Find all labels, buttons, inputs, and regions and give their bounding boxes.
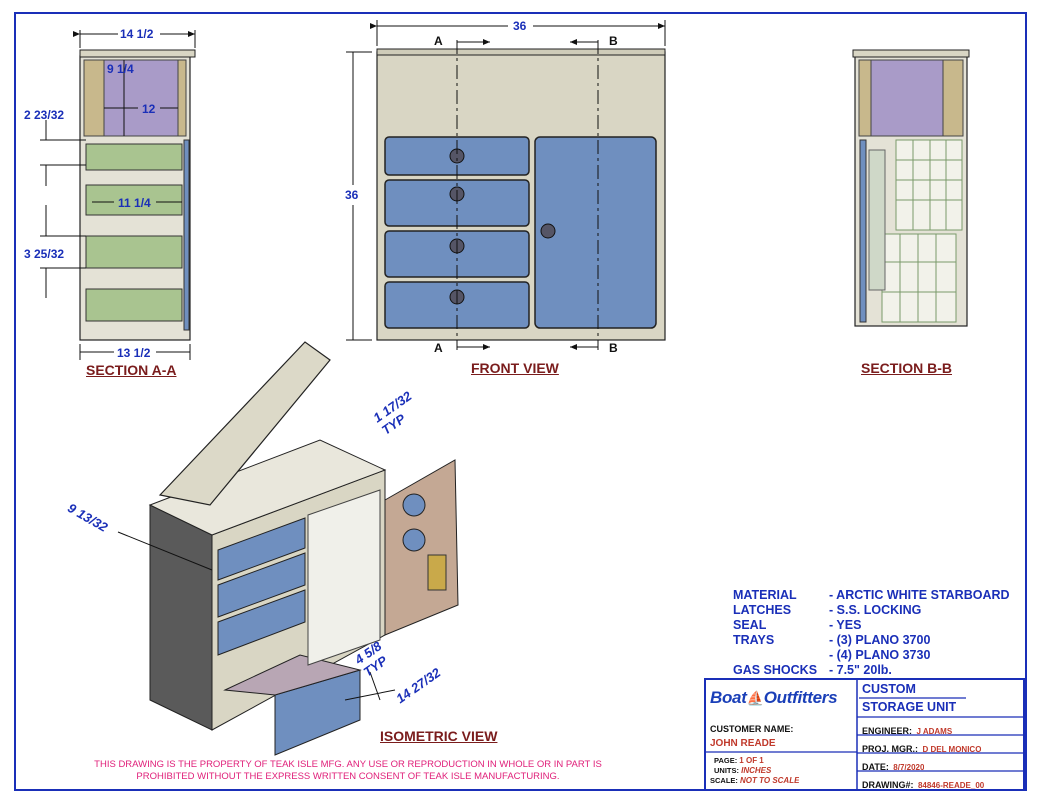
- drawing-label: DRAWING#:: [862, 780, 914, 790]
- section-b-drawing: [852, 49, 970, 327]
- engineer-label: ENGINEER:: [862, 726, 913, 736]
- pm-label: PROJ. MGR.:: [862, 744, 919, 754]
- note-value: - YES: [829, 618, 862, 632]
- page-label: PAGE:: [714, 756, 738, 765]
- boat-outfitters-logo: Boat⛵Outfitters: [710, 688, 838, 708]
- logo-right-text: Outfitters: [763, 688, 838, 707]
- units-label: UNITS:: [714, 766, 739, 775]
- engineer-value: J ADAMS: [916, 727, 953, 736]
- dim-a-left-bottom: 3 25/32: [24, 247, 65, 261]
- title-section-b: SECTION B-B: [861, 360, 952, 376]
- note-label: LATCHES: [733, 603, 792, 617]
- units-value: INCHES: [741, 766, 772, 775]
- dim-a-left-top: 2 23/32: [24, 108, 65, 122]
- section-letter-b-bottom: B: [609, 341, 618, 355]
- units-field: UNITS: INCHES: [714, 766, 771, 775]
- front-view-drawing: [346, 20, 666, 350]
- scale-label: SCALE:: [710, 776, 738, 785]
- dim-a-tray-width: 11 1/4: [118, 196, 151, 210]
- project-line-1: CUSTOM: [862, 682, 916, 696]
- dim-front-height: 36: [345, 188, 359, 202]
- date-field: DATE: 8/7/2020: [862, 757, 924, 775]
- note-label: MATERIAL: [733, 588, 797, 602]
- note-row: MATERIAL - ARCTIC WHITE STARBOARD: [733, 588, 1010, 603]
- note-value: - (3) PLANO 3700: [829, 633, 931, 647]
- pm-field: PROJ. MGR.: D DEL MONICO: [862, 739, 981, 757]
- title-isometric-view: ISOMETRIC VIEW: [380, 728, 498, 744]
- note-row: - (4) PLANO 3730: [733, 648, 1010, 663]
- note-value: - ARCTIC WHITE STARBOARD: [829, 588, 1010, 602]
- title-section-a: SECTION A-A: [86, 362, 177, 378]
- pm-value: D DEL MONICO: [922, 745, 982, 754]
- title-front-view: FRONT VIEW: [471, 360, 559, 376]
- scale-field: SCALE: NOT TO SCALE: [710, 776, 799, 785]
- page-value: 1 OF 1: [739, 756, 764, 765]
- note-label: TRAYS: [733, 633, 775, 647]
- date-value: 8/7/2020: [893, 763, 925, 772]
- note-value: - (4) PLANO 3730: [829, 648, 931, 662]
- note-row: TRAYS - (3) PLANO 3700: [733, 633, 1010, 648]
- drawing-value: 84846-READE_00: [917, 781, 985, 790]
- note-row: LATCHES - S.S. LOCKING: [733, 603, 1010, 618]
- note-label: SEAL: [733, 618, 767, 632]
- date-label: DATE:: [862, 762, 889, 772]
- engineer-field: ENGINEER: J ADAMS: [862, 721, 952, 739]
- drawing-number-field: DRAWING#: 84846-READE_00: [862, 775, 984, 793]
- section-a-drawing: [40, 30, 196, 360]
- dim-a-width: 14 1/2: [120, 27, 154, 41]
- scale-value: NOT TO SCALE: [740, 776, 800, 785]
- title-block: Boat⛵Outfitters CUSTOM STORAGE UNIT CUST…: [704, 678, 1025, 791]
- section-letter-b-top: B: [609, 34, 618, 48]
- note-label: [733, 648, 829, 663]
- note-label: GAS SHOCKS: [733, 663, 818, 677]
- logo-left-text: Boat: [710, 688, 747, 707]
- customer-name: JOHN READE: [710, 738, 776, 749]
- dim-front-width: 36: [513, 19, 527, 33]
- note-value: - 7.5" 20lb.: [829, 663, 892, 677]
- title-block-grid: [706, 680, 1023, 789]
- isometric-drawing: [117, 341, 459, 756]
- ownership-notice: THIS DRAWING IS THE PROPERTY OF TEAK ISL…: [94, 759, 602, 782]
- dim-a-inner-width: 12: [142, 102, 156, 116]
- dim-a-inner-height: 9 1/4: [107, 62, 134, 76]
- note-row: GAS SHOCKS - 7.5" 20lb.: [733, 663, 1010, 678]
- page-field: PAGE: 1 OF 1: [714, 756, 764, 765]
- note-value: - S.S. LOCKING: [829, 603, 922, 617]
- section-letter-a-bottom: A: [434, 341, 443, 355]
- note-row: SEAL - YES: [733, 618, 1010, 633]
- spec-notes: MATERIAL - ARCTIC WHITE STARBOARD LATCHES…: [733, 588, 1010, 678]
- customer-label: CUSTOMER NAME:: [710, 724, 794, 734]
- sheet-border: [14, 12, 1027, 791]
- section-letter-a-top: A: [434, 34, 443, 48]
- dim-a-depth: 13 1/2: [117, 346, 151, 360]
- project-line-2: STORAGE UNIT: [862, 700, 957, 714]
- sailboat-icon: ⛵: [746, 690, 764, 706]
